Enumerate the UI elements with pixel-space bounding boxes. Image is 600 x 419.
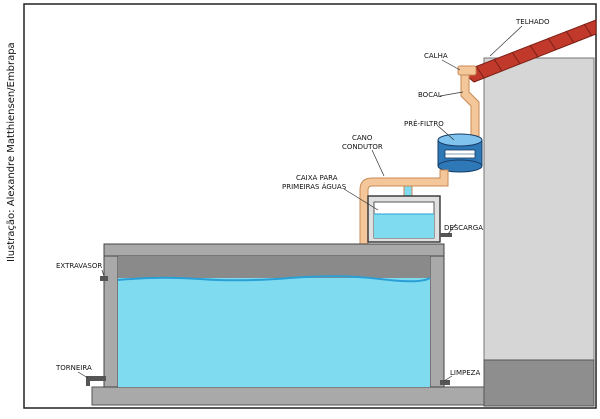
label-torneira: TORNEIRA: [55, 364, 92, 372]
label-caixa-para: CAIXA PARA: [296, 174, 338, 182]
label-cano: CANO: [352, 134, 373, 142]
label-extravasor: EXTRAVASOR: [56, 262, 102, 270]
house-foundation: [483, 359, 595, 407]
illustration-credit: Ilustração: Alexandre Matthiensen/Embrap…: [6, 42, 17, 262]
label-condutor: CONDUTOR: [342, 143, 383, 151]
leader-lines: [77, 25, 523, 382]
label-descarga: DESCARGA: [444, 224, 483, 232]
discharge-valve: [440, 233, 452, 237]
label-bocal: BOCAL: [418, 91, 442, 99]
cistern: [103, 243, 445, 388]
label-primeiras-aguas: PRIMEIRAS ÁGUAS: [282, 182, 347, 191]
tap-fixture: [86, 376, 106, 381]
tap-spout: [86, 381, 90, 386]
first-flush-box: [367, 195, 441, 243]
cleaning-drain: [440, 380, 450, 385]
label-pre-filtro: PRÉ-FILTRO: [404, 119, 444, 128]
gutter: [457, 65, 477, 76]
label-telhado: TELHADO: [515, 18, 550, 26]
house-wall: [483, 57, 595, 361]
overflow-pipe: [100, 276, 108, 281]
label-calha: CALHA: [424, 52, 448, 60]
ground-slab: [91, 386, 485, 406]
gutter-downpipe: [460, 74, 480, 137]
roof-tiles: [461, 19, 597, 83]
pre-filter-unit: [437, 133, 483, 173]
label-limpeza: LIMPEZA: [450, 369, 480, 377]
